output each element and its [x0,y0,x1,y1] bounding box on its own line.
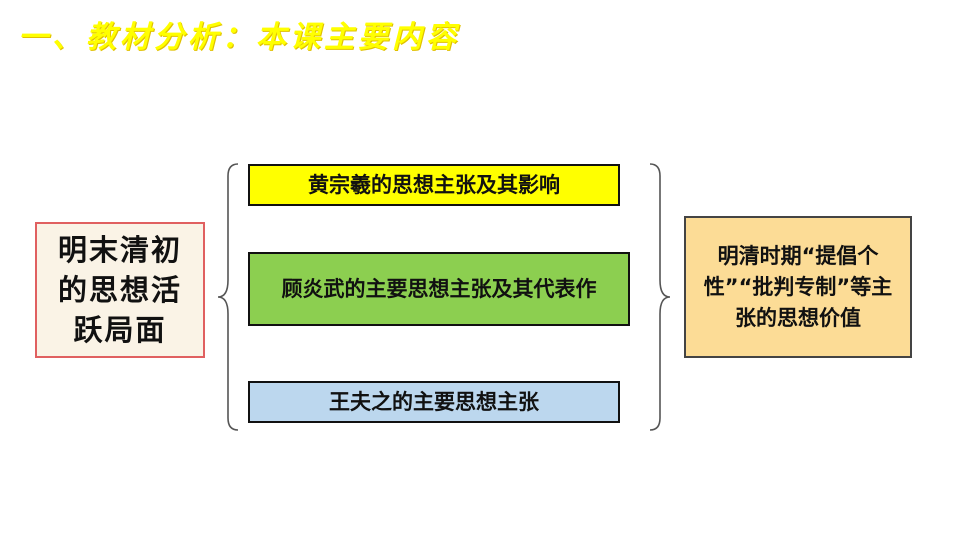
topic-label: 黄宗羲的思想主张及其影响 [308,173,560,197]
topic-label: 顾炎武的主要思想主张及其代表作 [281,277,597,301]
topic-gu-yanwu: 顾炎武的主要思想主张及其代表作 [248,252,630,326]
conclusion-box: 明清时期“提倡个性”“批判专制”等主张的思想价值 [684,216,912,358]
left-brace [217,163,239,431]
topic-huang-zongxi: 黄宗羲的思想主张及其影响 [248,164,620,206]
topic-wang-fuzhi: 王夫之的主要思想主张 [248,381,620,423]
topic-label: 王夫之的主要思想主张 [329,390,539,414]
main-topic-text: 明末清初的思想活跃局面 [57,233,182,347]
slide-title: 一、教材分析：本课主要内容 [18,20,460,55]
right-brace [649,163,671,431]
main-topic-box: 明末清初的思想活跃局面 [35,222,205,358]
conclusion-text: 明清时期“提倡个性”“批判专制”等主张的思想价值 [703,243,893,330]
